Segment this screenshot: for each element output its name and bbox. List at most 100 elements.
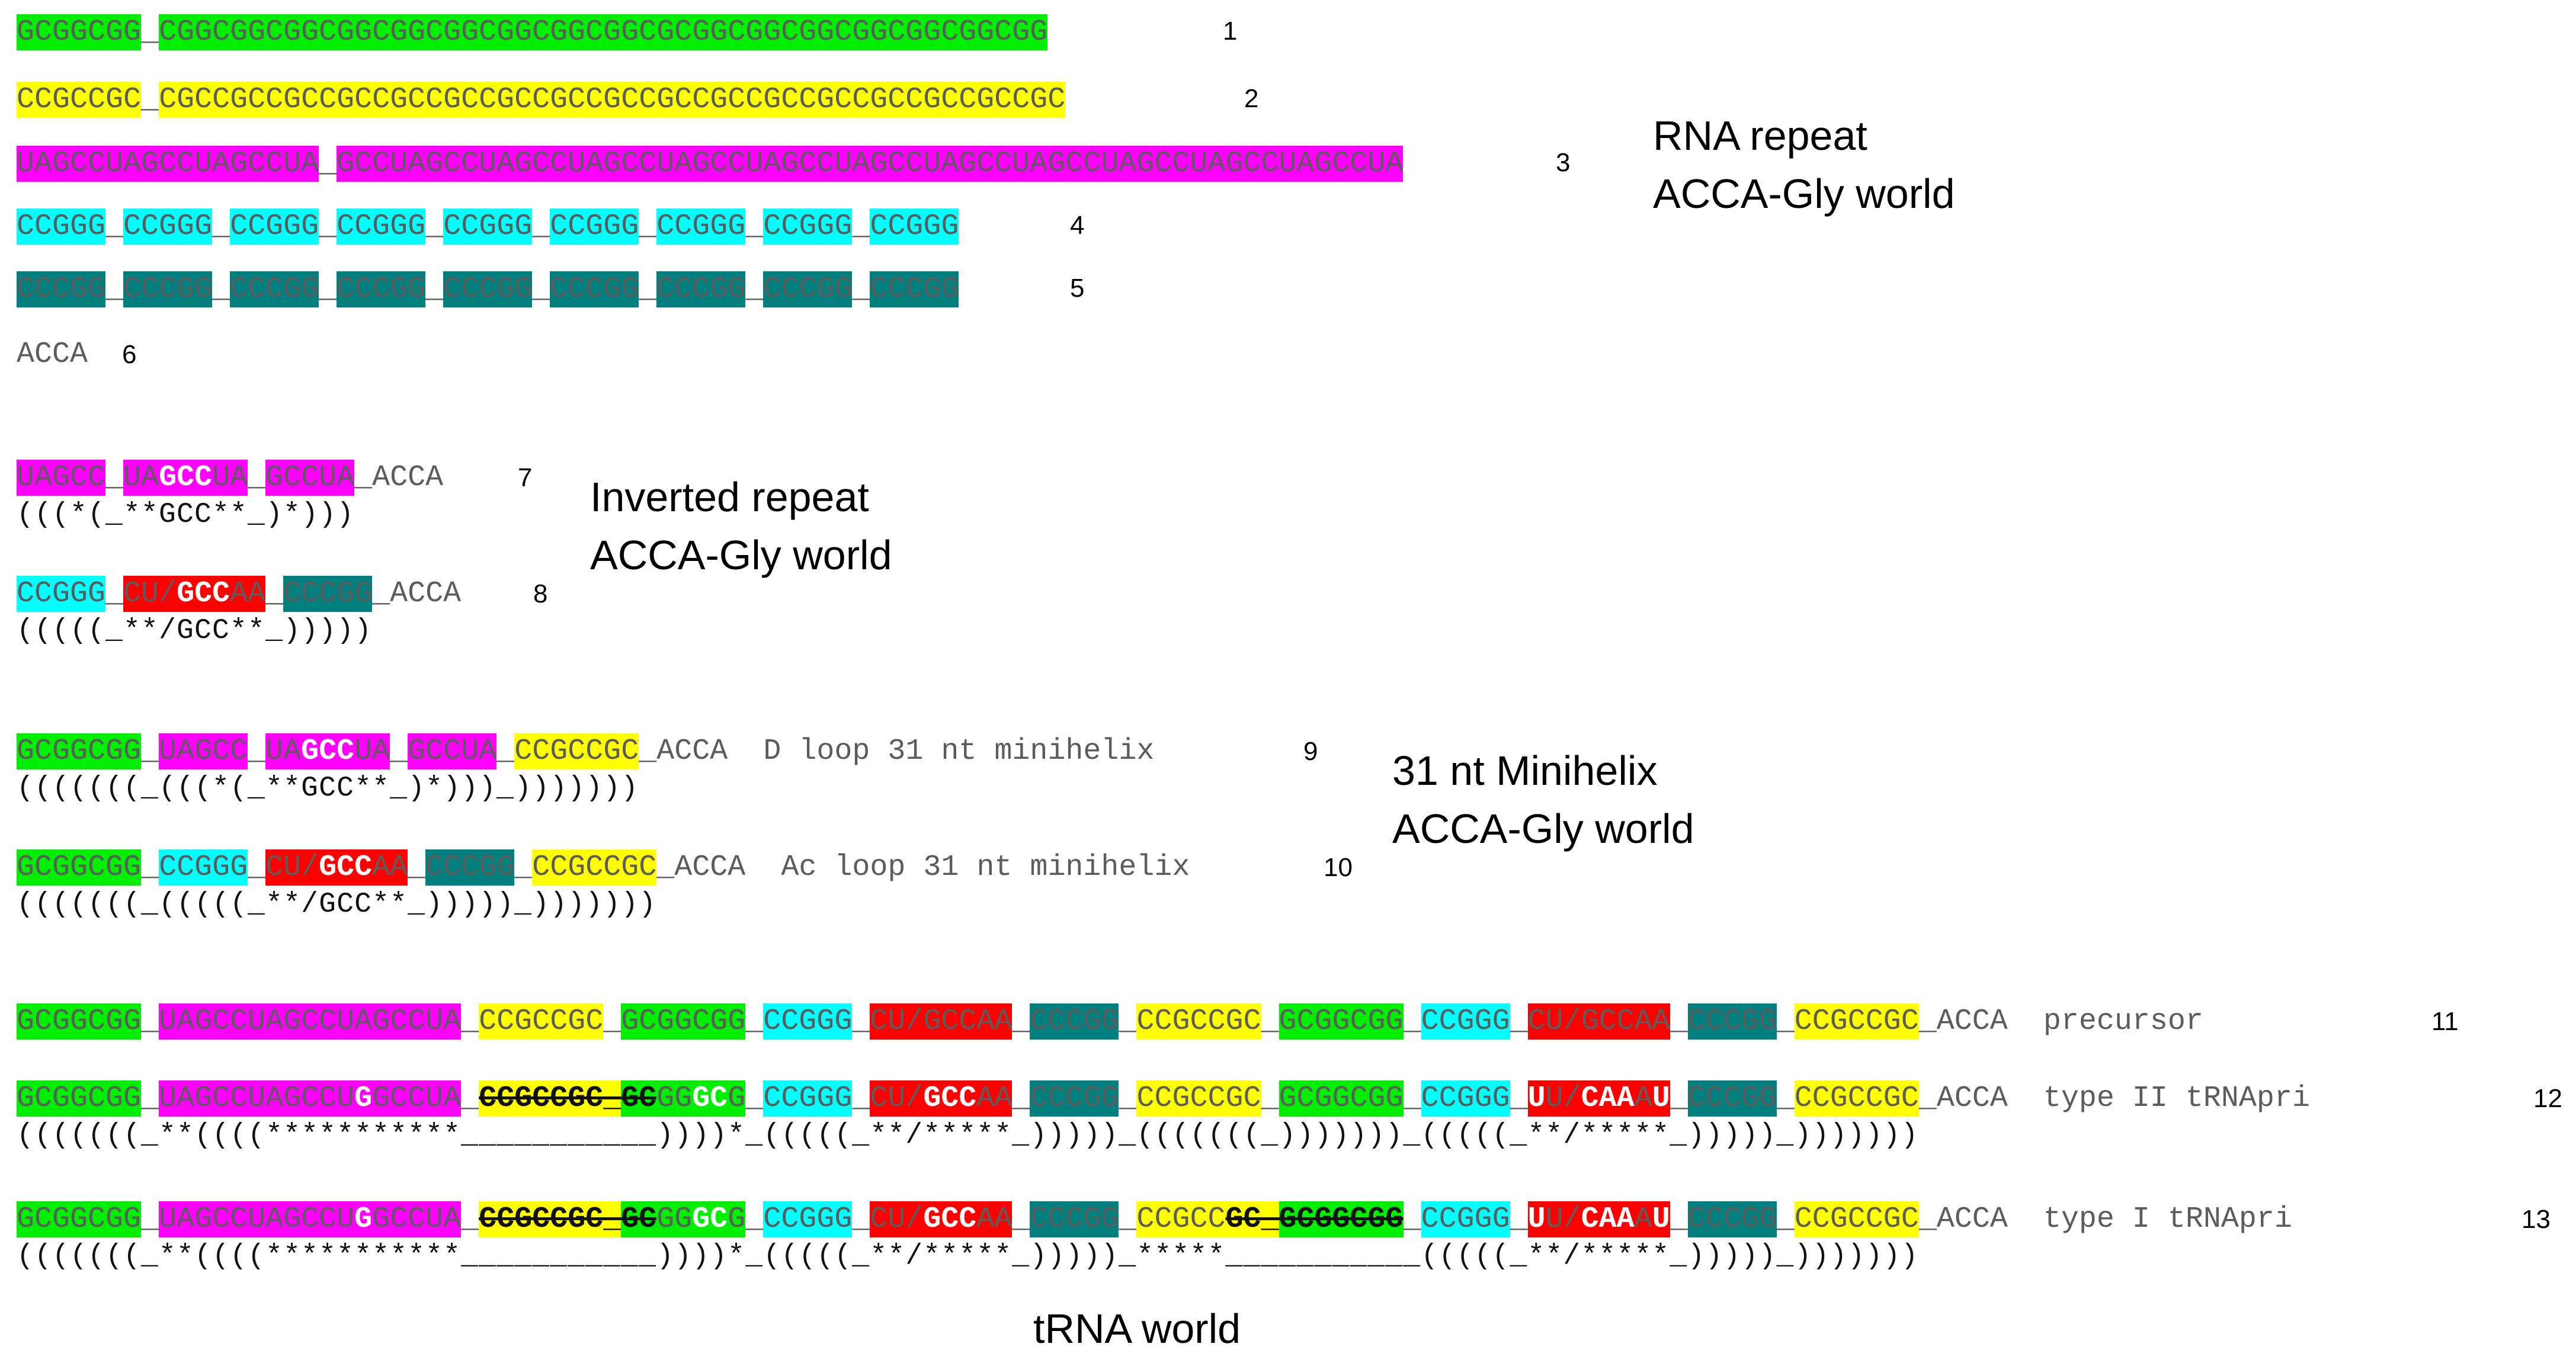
separator: _	[852, 1005, 870, 1038]
cyan-segment: CCGGG	[656, 209, 746, 245]
yellow-segment: CGCCGCCGCCGCCGCCGCCGCCGCCGCCGCCGCCGCCGCC…	[159, 82, 1066, 118]
minihelix-label: 31 nt Minihelix ACCA-Gly world	[1392, 742, 1694, 858]
row-label: Ac loop 31 nt minihelix	[781, 851, 1190, 884]
sequence-suffix: _ACCA	[372, 577, 462, 611]
sequence-suffix: ACCA	[17, 338, 106, 371]
red-segment: AA	[230, 576, 266, 612]
separator: _	[514, 851, 533, 884]
separator: _	[1776, 1202, 1795, 1236]
green-segment: GCGGCGG	[1279, 1003, 1404, 1040]
separator: _	[1119, 1082, 1137, 1115]
yellow-segment: CCGCCGC	[514, 733, 639, 769]
red-segment: CAA	[1581, 1080, 1635, 1117]
teal-segment: CCCGG	[1030, 1201, 1119, 1237]
cyan-segment: CCGGG	[870, 209, 959, 245]
green-segment: GCGGCGG	[1279, 1201, 1404, 1237]
cyan-segment: CCGGG	[1421, 1080, 1510, 1117]
separator: _	[1776, 1082, 1795, 1115]
yellow-segment: CCGCCGC_	[479, 1080, 621, 1117]
magenta-segment: GCCUA	[408, 733, 497, 769]
cyan-segment: CCGGG	[17, 576, 106, 612]
separator: _	[852, 1202, 870, 1236]
sequence-row-5: CCCGG_CCCGG_CCCGG_CCCGG_CCCGG_CCCGG_CCCG…	[17, 271, 959, 307]
cyan-segment: CCGGG	[443, 209, 533, 245]
minihelix-subtitle: ACCA-Gly world	[1392, 806, 1694, 852]
red-segment: A	[1634, 1201, 1652, 1237]
separator: _	[852, 1082, 870, 1115]
teal-segment: CCCGG	[1687, 1003, 1777, 1040]
teal-segment: CCCGG	[443, 271, 533, 307]
teal-segment: CCCGG	[337, 271, 426, 307]
red-segment: U	[1527, 1201, 1546, 1237]
separator: _	[390, 735, 408, 768]
separator: _	[141, 851, 159, 884]
trna-world-label: tRNA world	[1033, 1300, 1241, 1358]
separator: _	[105, 210, 124, 243]
separator: _	[745, 1082, 764, 1115]
separator: _	[745, 272, 764, 306]
teal-segment: CCCGG	[425, 849, 515, 886]
sequence-suffix: _ACCA	[1918, 1202, 2008, 1236]
row-number-12: 12	[2533, 1084, 2562, 1113]
sequence-row-3: UAGCCUAGCCUAGCCUA_GCCUAGCCUAGCCUAGCCUAGC…	[17, 146, 1404, 182]
minihelix-title: 31 nt Minihelix	[1392, 748, 1658, 794]
separator: _	[1012, 1082, 1030, 1115]
magenta-segment: UAGCC	[17, 460, 106, 496]
green-segment: G	[728, 1201, 746, 1237]
magenta-segment: GCC	[301, 733, 355, 769]
separator: _	[105, 272, 124, 306]
separator: _	[852, 210, 870, 243]
separator: _	[248, 851, 266, 884]
rna-repeat-label: RNA repeat ACCA-Gly world	[1653, 107, 1955, 223]
sequence-row-10: GCGGCGG_CCGGG_CU/GCCAA_CCCGG_CCGCCGC_ACC…	[17, 849, 1190, 886]
yellow-segment: CCGCCGC	[1794, 1003, 1919, 1040]
row-label: type I tRNApri	[2043, 1202, 2292, 1236]
magenta-segment: UAGCCUAGCCU	[159, 1201, 355, 1237]
row-number-1: 1	[1223, 17, 1238, 46]
separator: _	[745, 1202, 764, 1236]
separator: _	[425, 272, 444, 306]
yellow-segment: CCGCCGC	[1136, 1080, 1261, 1117]
teal-segment: CCCGG	[1687, 1080, 1777, 1117]
separator: _	[319, 210, 337, 243]
separator: _	[603, 1005, 621, 1038]
sequence-row-8: CCGGG_CU/GCCAA_CCCGG_ACCA	[17, 576, 462, 612]
row-number-2: 2	[1244, 84, 1259, 113]
separator: _	[1670, 1082, 1688, 1115]
separator: _	[1261, 1005, 1279, 1038]
red-segment: U	[1652, 1080, 1670, 1117]
separator: _	[532, 210, 550, 243]
separator: _	[212, 210, 230, 243]
separator: _	[141, 735, 159, 768]
separator: _	[408, 851, 426, 884]
yellow-segment: CCGCCGC	[1794, 1080, 1919, 1117]
magenta-segment: UA	[265, 733, 302, 769]
trna-world-title: tRNA world	[1033, 1306, 1241, 1352]
structure-row-8: (((((_**/GCC**_)))))	[17, 615, 373, 647]
separator: _	[265, 577, 284, 611]
magenta-segment: UAGCCUAGCCUAGCCUA	[159, 1003, 462, 1040]
red-segment: AA	[976, 1201, 1013, 1237]
sequence-row-1: GCGGCGG_CGGCGGCGGCGGCGGCGGCGGCGGCGGCGCGG…	[17, 14, 1048, 50]
teal-segment: CCCGG	[283, 576, 373, 612]
inverted-repeat-label: Inverted repeat ACCA-Gly world	[590, 468, 892, 584]
teal-segment: CCCGG	[870, 271, 959, 307]
cyan-segment: CCGGG	[763, 1080, 853, 1117]
yellow-segment: CCGCCGC	[17, 82, 142, 118]
green-segment: GCGGCGG	[17, 14, 142, 50]
red-segment: GCC	[177, 576, 230, 612]
red-segment: GCC	[923, 1080, 977, 1117]
row-number-10: 10	[1324, 853, 1353, 882]
teal-segment: CCCGG	[1030, 1080, 1119, 1117]
green-segment: GCGGCGG	[17, 733, 142, 769]
yellow-segment: CCGCC	[1136, 1201, 1226, 1237]
red-segment: CU/	[265, 849, 319, 886]
red-segment: CU/GCCAA	[870, 1003, 1013, 1040]
red-segment: GCC	[923, 1201, 977, 1237]
cyan-segment: CCGGG	[550, 209, 639, 245]
cyan-segment: CCGGG	[763, 1003, 853, 1040]
green-segment: GC	[621, 1201, 657, 1237]
teal-segment: CCCGG	[1687, 1201, 1777, 1237]
separator: _	[745, 1005, 764, 1038]
separator: _	[1403, 1082, 1421, 1115]
